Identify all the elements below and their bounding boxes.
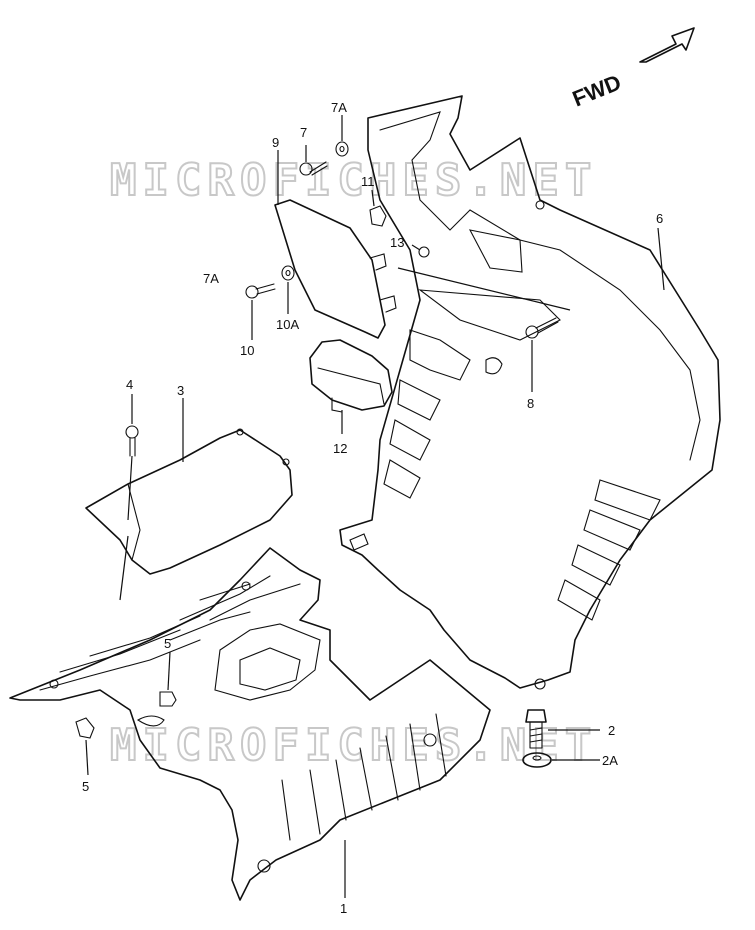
label-5-upper: 5 bbox=[164, 636, 171, 651]
part-9-panel bbox=[274, 199, 397, 339]
label-12: 12 bbox=[333, 441, 347, 456]
label-8: 8 bbox=[527, 396, 534, 411]
part-labels: 7 7A 9 11 13 6 7A 10A 10 8 4 3 12 5 5 2 … bbox=[82, 100, 663, 916]
label-7a-left: 7A bbox=[203, 271, 219, 286]
label-3: 3 bbox=[177, 383, 184, 398]
washer-10a-icon bbox=[281, 265, 295, 281]
clip-13-icon bbox=[418, 246, 430, 258]
label-7: 7 bbox=[300, 125, 307, 140]
screw-7-icon bbox=[299, 161, 328, 176]
bolt-2-icon bbox=[525, 709, 547, 749]
label-4: 4 bbox=[126, 377, 133, 392]
label-10: 10 bbox=[240, 343, 254, 358]
label-2: 2 bbox=[608, 723, 615, 738]
part-6-inner-shield bbox=[339, 95, 721, 690]
label-7a-top: 7A bbox=[331, 100, 347, 115]
label-5-lower: 5 bbox=[82, 779, 89, 794]
label-11: 11 bbox=[361, 174, 375, 189]
part-3-center-cover bbox=[85, 428, 293, 575]
washer-2a-icon bbox=[522, 752, 552, 768]
label-10a: 10A bbox=[276, 317, 299, 332]
watermark-top: MICROFICHES.NET bbox=[110, 155, 597, 206]
label-1: 1 bbox=[340, 901, 347, 916]
hardware bbox=[75, 141, 559, 768]
clip-5-lower-icon bbox=[75, 717, 95, 739]
watermark-bottom: MICROFICHES.NET bbox=[110, 720, 597, 771]
screw-4-icon bbox=[125, 425, 139, 457]
fwd-label: FWD bbox=[569, 70, 625, 112]
part-1-floor-panel bbox=[9, 547, 491, 901]
part-12-lamp bbox=[309, 339, 393, 413]
washer-7a-top-icon bbox=[335, 141, 349, 157]
label-9: 9 bbox=[272, 135, 279, 150]
fwd-arrow-icon bbox=[639, 27, 695, 63]
leader-lines bbox=[85, 115, 665, 898]
label-13: 13 bbox=[390, 235, 404, 250]
screw-10-icon bbox=[245, 283, 276, 299]
clip-11-icon bbox=[369, 205, 387, 227]
label-2a: 2A bbox=[602, 753, 618, 768]
screw-8-icon bbox=[525, 317, 559, 339]
label-6: 6 bbox=[656, 211, 663, 226]
fwd-indicator: FWD bbox=[569, 27, 695, 112]
clip-5-upper-icon bbox=[159, 691, 177, 707]
